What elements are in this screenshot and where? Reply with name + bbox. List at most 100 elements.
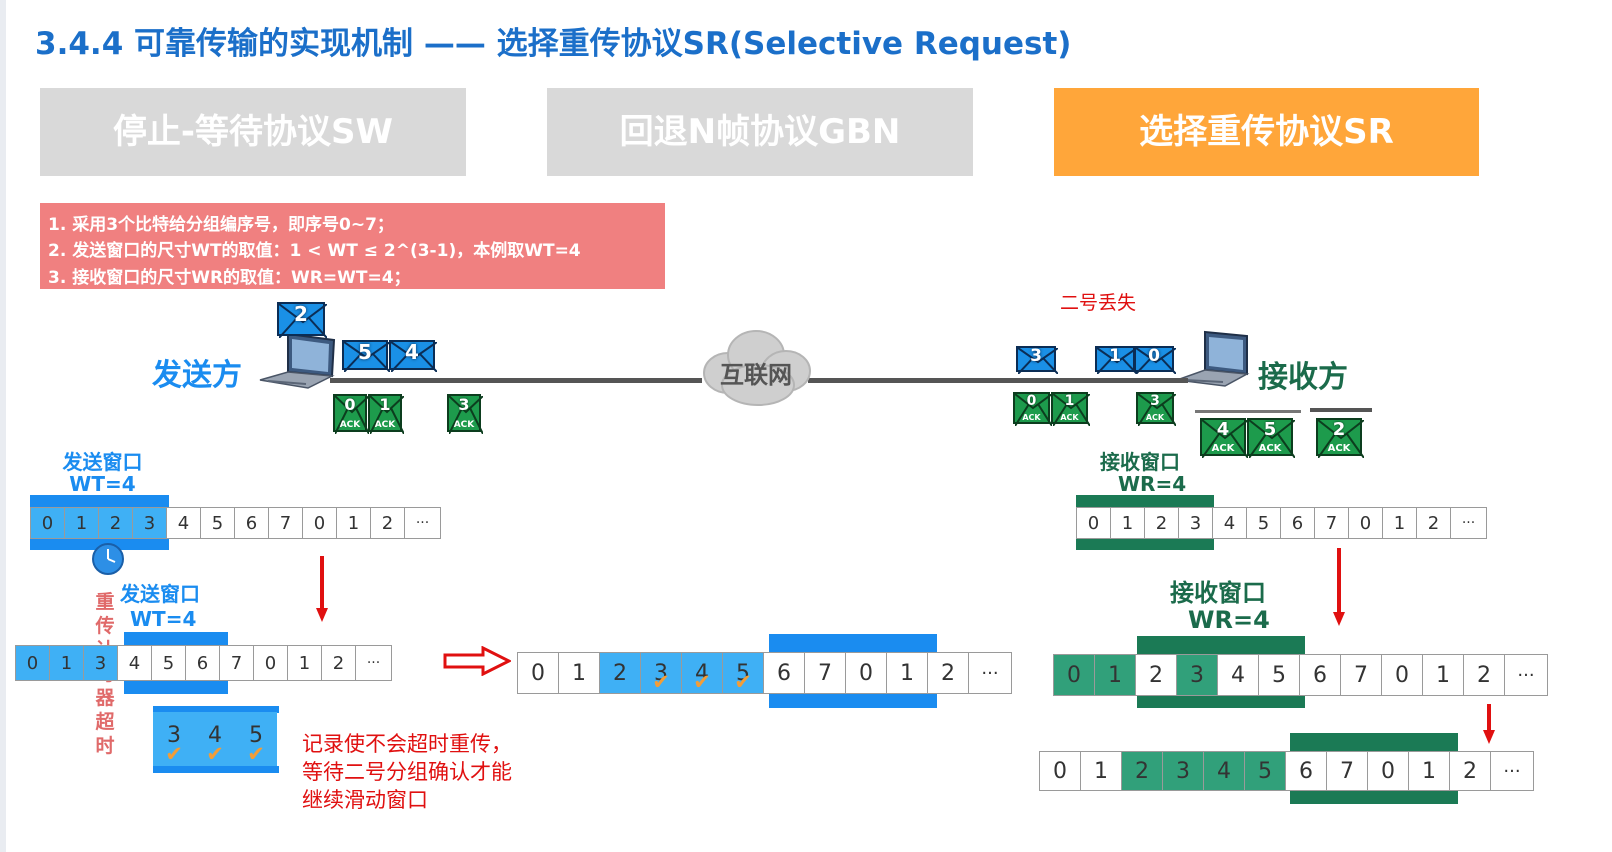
sequence-number-cell: 5✔ (722, 652, 764, 694)
recv-window-bar-bottom (1076, 537, 1214, 550)
sequence-number: 6 (1313, 662, 1327, 688)
sequence-number: 2 (109, 512, 122, 534)
sequence-number-cell: 0 (1039, 751, 1081, 791)
sequence-number: 1 (572, 660, 586, 686)
sequence-number-cell: 0 (845, 652, 887, 694)
sequence-number: 5 (1272, 662, 1286, 688)
tab-selective-repeat[interactable]: 选择重传协议SR (1054, 88, 1479, 176)
sequence-number: 4 (128, 652, 141, 674)
sequence-number: 0 (26, 652, 39, 674)
tab-go-back-n[interactable]: 回退N帧协议GBN (547, 88, 973, 176)
sequence-number: 0 (859, 660, 873, 686)
sequence-number-cell: 2 (599, 652, 641, 694)
sequence-number: 6 (777, 660, 791, 686)
send-window-bar-bottom (769, 692, 937, 708)
recv-window-label: 接收窗口 (1100, 450, 1180, 474)
sequence-number: 7 (1354, 662, 1368, 688)
ack-text: ACK (453, 420, 475, 430)
sequence-number-cell: 4 (1217, 654, 1259, 696)
recv-window-size: WR=4 (1188, 606, 1270, 634)
loss-note: 二号丢失 (1060, 292, 1137, 314)
page-title: 3.4.4 可靠传输的实现机制 —— 选择重传协议SR(Selective Re… (35, 26, 1072, 62)
packet-number: 1 (1109, 346, 1121, 366)
sequence-number-cell: 5 (1246, 507, 1281, 539)
sequence-number-cell: 3✔ (153, 712, 195, 766)
ack-text: ACK (1327, 443, 1351, 454)
sequence-number-cell: 2 (1144, 507, 1179, 539)
sequence-number: 0 (1053, 758, 1067, 784)
recv-window-label: 接收窗口 (1170, 579, 1266, 607)
sender-laptop-icon (259, 332, 336, 389)
sequence-number-cell: 4✔ (194, 712, 236, 766)
sequence-number: 3 (1176, 758, 1190, 784)
sequence-number-cell: 0 (253, 645, 288, 681)
ack-text: ACK (1145, 413, 1165, 422)
send-window-bar-top (124, 632, 228, 645)
sequence-number-cell: 0 (1381, 654, 1423, 696)
red-down-arrow-icon (316, 556, 328, 622)
sequence-number-cell: 6 (1285, 751, 1327, 791)
check-mark-icon: ✔ (734, 670, 752, 694)
sequence-number: 2 (381, 512, 394, 534)
note-3: 3. 接收窗口的尺寸WR的取值：WR=WT=4； (48, 268, 411, 288)
sequence-number: 2 (1427, 512, 1440, 534)
sequence-number-cell: 5 (200, 507, 235, 539)
tab-stop-and-wait[interactable]: 停止-等待协议SW (40, 88, 466, 176)
sequence-number-cell: 1 (1408, 751, 1450, 791)
sequence-number-cell: 6 (234, 507, 269, 539)
sequence-number-cell: 5 (1244, 751, 1286, 791)
sequence-number-cell: 3 (1162, 751, 1204, 791)
sequence-number: 1 (347, 512, 360, 534)
sequence-number: 7 (230, 652, 243, 674)
sequence-number: 4 (1231, 662, 1245, 688)
send-window-size: WT=4 (69, 472, 136, 496)
sequence-number-cell: 6 (763, 652, 805, 694)
sequence-number: 1 (75, 512, 88, 534)
sequence-number-cell: 3 (1176, 654, 1218, 696)
notes-box: 1. 采用3个比特给分组编序号，即序号0~7； 2. 发送窗口的尺寸WT的取值：… (40, 203, 665, 289)
packet-number: 3 (1030, 346, 1042, 366)
sender-label: 发送方 (152, 358, 242, 393)
check-mark-icon: ✔ (206, 742, 224, 766)
ellipsis-cell: ··· (1450, 507, 1487, 539)
sequence-number: 4 (1217, 758, 1231, 784)
ack-text: ACK (374, 420, 396, 430)
sequence-number: 2 (941, 660, 955, 686)
ellipsis-cell: ··· (1504, 654, 1548, 696)
sequence-number: 5 (1257, 512, 1270, 534)
send-window-bar-top (769, 634, 937, 656)
ack-number: 5 (1263, 419, 1277, 440)
send-window-label: 发送窗口 (62, 450, 143, 474)
ack-text: ACK (339, 420, 361, 430)
sequence-number: 2 (1477, 662, 1491, 688)
sequence-number: 4 (695, 660, 709, 686)
sequence-number-cell: 7 (268, 507, 303, 539)
send-window-label: 发送窗口 (120, 582, 200, 606)
memo-line-2: 等待二号分组确认才能 (302, 760, 512, 784)
receiver-label: 接收方 (1258, 360, 1348, 395)
packet-envelope-icon: 3 (1016, 346, 1058, 374)
recv-window-bar-bottom (1290, 790, 1458, 804)
ellipsis-cell: ··· (355, 645, 392, 681)
send-window-bar-top (30, 495, 169, 508)
sequence-number: 5 (1258, 758, 1272, 784)
sequence-number-cell: 2 (1416, 507, 1451, 539)
sequence-number-cell: 2 (1135, 654, 1177, 696)
sequence-number: 5 (249, 723, 263, 748)
sequence-number: 1 (298, 652, 311, 674)
sequence-number-cell: 6 (185, 645, 220, 681)
sequence-number-cell: 4 (1203, 751, 1245, 791)
recv-window-bar-top (1290, 733, 1458, 753)
sequence-number-cell: 3✔ (640, 652, 682, 694)
sequence-number: 2 (1155, 512, 1168, 534)
sequence-number: 3 (1190, 662, 1204, 688)
recv-window-bar-top (1137, 636, 1305, 656)
sequence-number: 3 (654, 660, 668, 686)
ack-number: 4 (1216, 419, 1230, 440)
sequence-number: 0 (41, 512, 54, 534)
sequence-number: 0 (1381, 758, 1395, 784)
ack-number: 1 (379, 395, 391, 414)
